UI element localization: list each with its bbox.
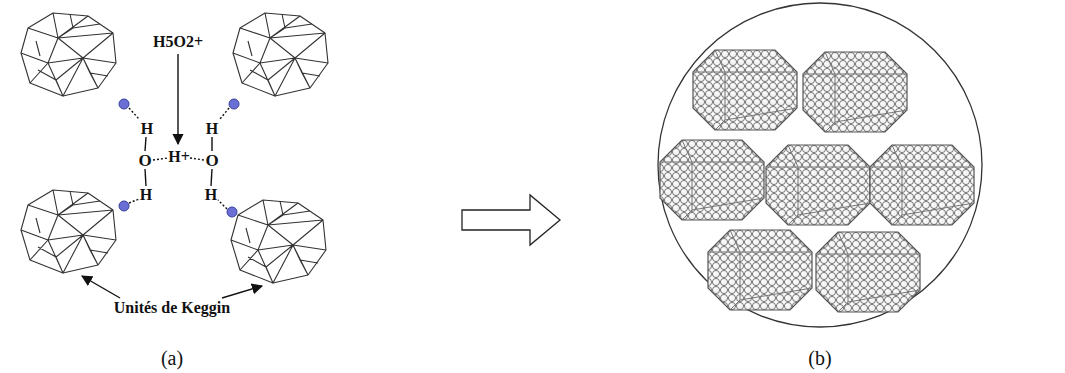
keggin-clusters (660, 50, 974, 312)
transition-arrow (462, 195, 560, 245)
panel-label: (a) (161, 348, 183, 368)
keggin-unit (231, 200, 326, 283)
keggin-unit (21, 13, 116, 96)
atom-label: O (205, 152, 218, 169)
atom-label: O (138, 152, 151, 169)
keggin-unit (21, 190, 116, 273)
panel-label: (b) (808, 348, 831, 368)
formula-label: H5O2+ (153, 34, 203, 50)
oxygen-dots (119, 99, 239, 217)
atom-label: H (141, 121, 153, 137)
keggin-unit (233, 13, 328, 96)
atom-label: H+ (168, 149, 190, 165)
part-name: Unités de Keggin (114, 300, 230, 316)
atom-label: H (206, 121, 218, 137)
particle-outline (658, 3, 982, 327)
bonds (129, 108, 229, 209)
atom-label: H (205, 187, 217, 203)
atom-label: H (140, 187, 152, 203)
pointer-arrows (82, 54, 262, 298)
